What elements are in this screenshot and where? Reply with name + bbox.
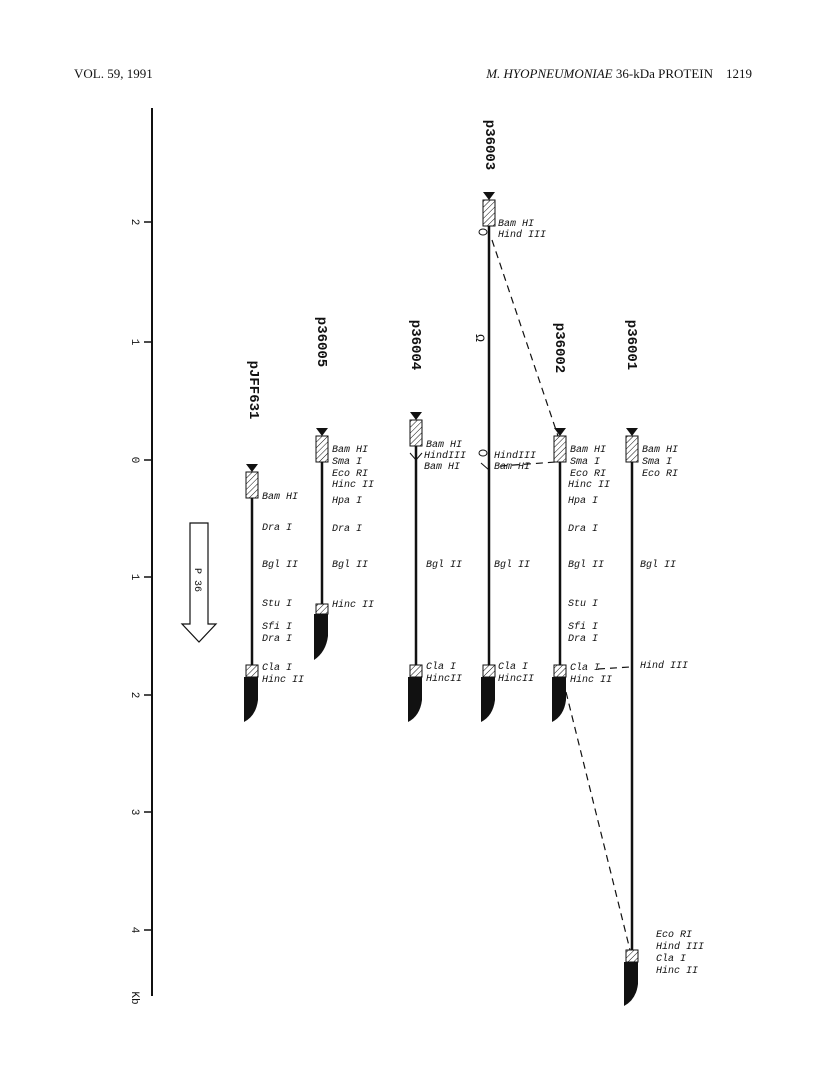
site-label: Cla I bbox=[656, 953, 686, 965]
site-label: Bam HI bbox=[424, 462, 460, 473]
site-label: Bam HI bbox=[570, 445, 606, 456]
site-label: Cla I bbox=[426, 661, 456, 673]
running-head-right: M. HYOPNEUMONIAE 36-kDa PROTEIN 1219 bbox=[486, 66, 752, 82]
site-label: Cla I bbox=[498, 661, 528, 673]
site-label: Dra I bbox=[332, 524, 362, 535]
site-label: Hind III bbox=[640, 660, 688, 672]
site-label: Dra I bbox=[262, 634, 292, 645]
tick-label: 4 bbox=[128, 927, 140, 934]
site-label: Eco RI bbox=[570, 469, 606, 480]
plasmid-p36001: p36001 Bam HI Sma I Eco RI Bgl II Hind I… bbox=[623, 320, 704, 1006]
site-label: Bgl II bbox=[640, 559, 676, 571]
tick-label: 1 bbox=[128, 339, 140, 346]
site-label: HincII bbox=[498, 673, 534, 685]
site-label: Bam HI bbox=[426, 440, 462, 451]
site-label: HindIII bbox=[494, 450, 536, 462]
site-label: Bgl II bbox=[262, 559, 298, 571]
plasmid-name: p36002 bbox=[551, 323, 567, 373]
site-label: Sfi I bbox=[568, 621, 598, 633]
omega-symbol: Ω bbox=[472, 334, 487, 342]
page-number: 1219 bbox=[726, 66, 752, 81]
p36-arrow: P 36 bbox=[180, 522, 218, 643]
plasmid-name: p36001 bbox=[623, 320, 639, 370]
site-label: Cla I bbox=[262, 662, 292, 674]
tick-label: 2 bbox=[128, 219, 140, 226]
site-label: Dra I bbox=[568, 524, 598, 535]
tick-label: 2 bbox=[128, 692, 140, 699]
site-label: Hinc II bbox=[570, 674, 612, 686]
running-head-title: M. HYOPNEUMONIAE bbox=[486, 66, 613, 81]
plasmid-p36005: p36005 Bam HI Sma I Eco RI Hinc II Hpa I… bbox=[313, 317, 374, 660]
site-label: HincII bbox=[426, 673, 462, 685]
site-label: Sma I bbox=[570, 457, 600, 468]
site-label: Hinc II bbox=[656, 965, 698, 977]
site-label: Bgl II bbox=[426, 559, 462, 571]
tick-label: 3 bbox=[128, 809, 140, 816]
site-label: Sma I bbox=[642, 457, 672, 468]
running-head-subtitle: 36-kDa PROTEIN bbox=[615, 66, 713, 81]
site-label: Bam HI bbox=[498, 219, 534, 230]
tick-label: 0 bbox=[128, 457, 140, 464]
site-label: Hind III bbox=[498, 229, 546, 241]
site-label: Hinc II bbox=[332, 599, 374, 611]
site-label: Hpa I bbox=[332, 496, 362, 507]
plasmid-pjff631: pJFF631 Bam HI Dra I Bgl II Stu I Sfi I … bbox=[244, 361, 304, 722]
site-label: Bgl II bbox=[332, 559, 368, 571]
plasmid-p36004: p36004 Bam HI HindIII Bam HI Bgl II Cla … bbox=[407, 320, 466, 722]
scale-axis: 2 1 0 1 2 3 4 Kb bbox=[128, 108, 153, 1005]
p36-arrow-label: P 36 bbox=[191, 568, 202, 592]
site-label: Cla I bbox=[570, 662, 600, 674]
site-label: Stu I bbox=[568, 599, 598, 610]
site-label: Dra I bbox=[568, 634, 598, 645]
site-label: Bgl II bbox=[568, 559, 604, 571]
site-label: Hind III bbox=[656, 941, 704, 953]
tick-label: 1 bbox=[128, 574, 140, 581]
site-label: Sma I bbox=[332, 457, 362, 468]
site-label: Dra I bbox=[262, 523, 292, 534]
site-label: Hinc II bbox=[262, 674, 304, 686]
site-label: Bgl II bbox=[494, 559, 530, 571]
site-label: Stu I bbox=[262, 599, 292, 610]
site-label: Hinc II bbox=[568, 479, 610, 491]
plasmid-name: p36004 bbox=[407, 320, 423, 370]
plasmid-name: p36005 bbox=[313, 317, 329, 367]
deletion-connectors bbox=[491, 239, 631, 951]
site-label: Bam HI bbox=[494, 462, 530, 473]
site-label: Eco RI bbox=[332, 469, 368, 480]
plasmid-p36002: p36002 Bam HI Sma I Eco RI Hinc II Hpa I… bbox=[551, 323, 612, 722]
site-label: Eco RI bbox=[656, 930, 692, 941]
site-label: Hinc II bbox=[332, 479, 374, 491]
site-label: Bam HI bbox=[332, 445, 368, 456]
site-label: Sfi I bbox=[262, 621, 292, 633]
plasmid-name: p36003 bbox=[481, 120, 497, 170]
axis-unit: Kb bbox=[128, 991, 140, 1004]
site-label: HindIII bbox=[424, 450, 466, 462]
running-head-volume: VOL. 59, 1991 bbox=[74, 66, 153, 81]
plasmid-name: pJFF631 bbox=[245, 361, 261, 420]
plasmid-p36003: p36003 Ω Bam HI Hind III HindIII Bam HI … bbox=[472, 120, 546, 722]
site-label: Bam HI bbox=[262, 492, 298, 503]
site-label: Bam HI bbox=[642, 445, 678, 456]
site-label: Eco RI bbox=[642, 469, 678, 480]
site-label: Hpa I bbox=[568, 496, 598, 507]
